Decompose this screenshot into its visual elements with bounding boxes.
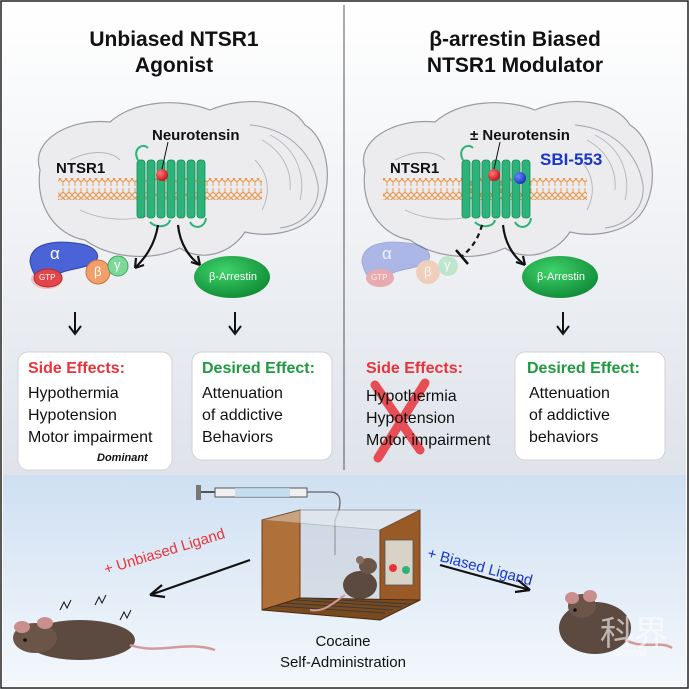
left-arrow-to-gprotein [134, 224, 160, 269]
left-arrestin [194, 256, 270, 298]
left-arrestin-label: β-Arrestin [209, 271, 257, 283]
right-desired-title: Desired Effect: [527, 360, 640, 377]
left-side-effects-title: Side Effects: [28, 360, 125, 377]
sbi553-label: SBI-553 [540, 150, 603, 169]
left-receptor [135, 144, 207, 228]
right-side-effect-3: Motor impairment [366, 432, 491, 449]
right-neurotensin-ligand [488, 169, 500, 181]
left-ligand-pointer [161, 141, 169, 170]
right-g-alpha-label: α [382, 244, 392, 263]
left-desired-3: Behaviors [202, 429, 274, 446]
left-g-beta-label: β [94, 264, 102, 279]
operant-chamber [261, 509, 421, 621]
right-neurotensin-label: ± Neurotensin [470, 127, 570, 144]
dominant-label: Dominant [97, 452, 148, 464]
right-desired-1: Attenuation [529, 385, 610, 402]
right-g-beta-label: β [424, 264, 432, 279]
left-desired-box [191, 351, 333, 461]
left-side-effect-box [17, 351, 173, 471]
right-ligand-pointer [493, 141, 501, 170]
right-arrestin [522, 256, 598, 298]
right-desired-2: of addictive [529, 407, 610, 424]
left-neurotensin-label: Neurotensin [152, 127, 240, 144]
side-effects-cross [370, 378, 430, 463]
left-receptor-label: NTSR1 [56, 160, 106, 177]
right-side-effects-title: Side Effects: [366, 360, 463, 377]
right-desired-box [514, 351, 666, 461]
left-title-line2: Agonist [134, 54, 214, 77]
left-desired-title: Desired Effect: [202, 360, 315, 377]
active-mouse [559, 590, 673, 654]
watermark-logo: 科界 [600, 614, 668, 654]
watermark-sub: SciMall [614, 648, 647, 659]
left-desired-1: Attenuation [202, 385, 283, 402]
right-title-line2: NTSR1 Modulator [426, 54, 604, 77]
left-title-line1: Unbiased NTSR1 [89, 28, 259, 51]
left-side-effect-1: Hypothermia [28, 385, 119, 402]
left-g-alpha-label: α [50, 244, 60, 263]
right-g-protein-faded [361, 241, 458, 287]
right-receptor-label: NTSR1 [390, 160, 440, 177]
arrow-biased [439, 563, 531, 594]
right-desired-3: behaviors [529, 429, 599, 446]
sedated-mouse [13, 594, 216, 660]
right-gtp-label: GTP [371, 273, 388, 282]
left-side-effect-2: Hypotension [28, 407, 117, 424]
blocked-arrow-to-gprotein [461, 224, 484, 257]
right-down-arrow [556, 312, 570, 336]
right-title-line1: β-arrestin Biased [429, 28, 601, 51]
right-title: β-arrestin Biased NTSR1 Modulator [375, 27, 655, 79]
left-down-arrows [68, 312, 242, 336]
inhibition-bar [455, 249, 469, 265]
left-desired-2: of addictive [202, 407, 283, 424]
caption-line2: Self-Administration [280, 654, 406, 671]
right-g-gamma-label: γ [444, 257, 451, 272]
left-gtp-label: GTP [39, 273, 56, 282]
right-arrestin-label: β-Arrestin [537, 271, 585, 283]
left-g-protein [29, 241, 129, 289]
right-side-effect-2: Hypotension [366, 410, 455, 427]
left-side-effect-3: Motor impairment [28, 429, 153, 446]
sbi553-modulator [514, 172, 526, 184]
left-g-gamma-label: γ [114, 257, 121, 272]
left-title: Unbiased NTSR1 Agonist [44, 27, 304, 79]
arrow-unbiased [149, 558, 251, 599]
left-neurotensin-ligand [156, 169, 168, 181]
caption-line1: Cocaine [315, 633, 371, 650]
right-side-effect-1: Hypothermia [366, 388, 457, 405]
mouse-in-chamber [309, 556, 377, 612]
